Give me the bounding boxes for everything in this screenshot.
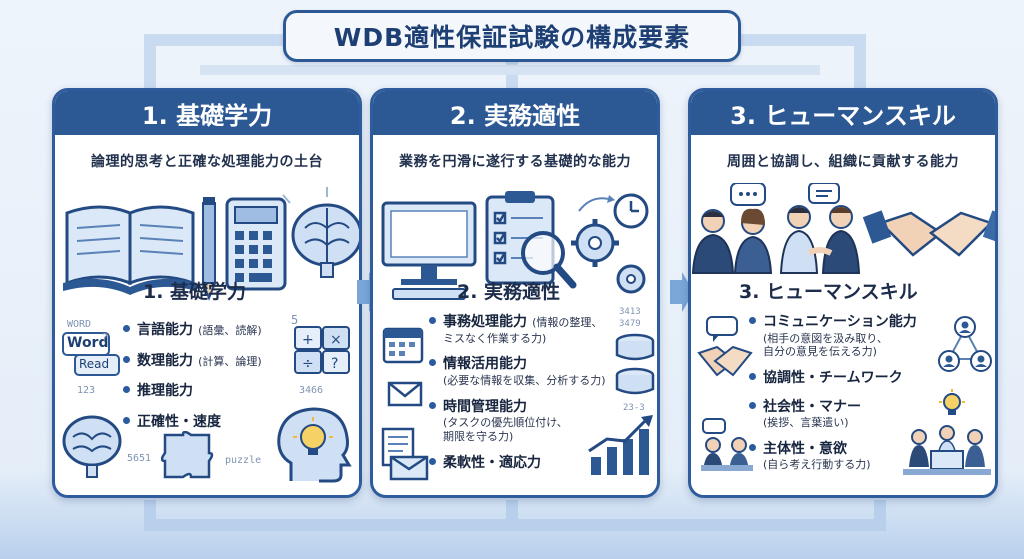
list-item: 社会性・マナー(挨拶、言葉遣い) [749, 396, 945, 430]
column-header: 2. 実務適性 [373, 91, 657, 135]
column-human-skills: 3. ヒューマンスキル 周囲と協調し、組織に貢献する能力 [688, 88, 998, 498]
deco-number-5651: 5651 [127, 453, 152, 464]
database-icon [615, 333, 655, 395]
question-mark: ? [101, 331, 109, 345]
pencil-icon [201, 197, 217, 301]
gears-clock-icon [571, 193, 649, 294]
section-title: 3. ヒューマンスキル [739, 281, 918, 303]
small-handshake-icon [697, 345, 753, 377]
work-aptitude-list: 事務処理能力 (情報の整理、ミスなく作業する力) 情報活用能力(必要な情報を収集… [429, 311, 619, 480]
small-brain-icon [62, 415, 122, 478]
network-people-icon [938, 316, 992, 372]
work-aptitude-illustration [381, 191, 649, 300]
section-title: 1. 基礎学力 [143, 281, 247, 303]
word-bubble-text: Word [67, 335, 109, 351]
column-header: 1. 基礎学力 [55, 91, 359, 135]
lightbulb-icon [939, 389, 965, 415]
calculator-icon [225, 197, 287, 291]
book-icon [63, 205, 197, 295]
documents-mail-icon [381, 427, 429, 481]
column-subtitle: 論理的思考と正確な処理能力の土台 [91, 154, 323, 170]
meeting-team-icon [701, 418, 753, 471]
deco-number-3479: 3479 [619, 319, 641, 329]
column-header: 3. ヒューマンスキル [691, 91, 995, 135]
deco-number-3413: 3413 [619, 307, 641, 317]
deco-number-23-3: 23-3 [623, 403, 645, 413]
deco-number-5: 5 [291, 313, 299, 327]
business-people-icon [691, 183, 861, 274]
deco-word-text: WORD [67, 319, 92, 330]
list-item: 事務処理能力 (情報の整理、ミスなく作業する力) [429, 311, 619, 345]
growth-chart-icon [588, 415, 653, 475]
math-symbols-icon: + × ÷ ? [294, 326, 350, 374]
list-item: コミュニケーション能力(相手の意図を汲み取り、自分の意見を伝える力) [749, 311, 945, 359]
column-work-aptitude: 2. 実務適性 業務を円滑に遂行する基礎的な能力 [370, 88, 660, 498]
deco-number-123: 123 [77, 385, 96, 396]
read-bubble-text: Read [79, 357, 110, 371]
head-lightbulb-icon [277, 407, 352, 483]
envelope-icon [387, 381, 423, 407]
page-title: WDB適性保証試験の構成要素 [333, 23, 691, 52]
basic-skills-illustration [63, 187, 359, 301]
column-subtitle: 周囲と協調し、組織に貢献する能力 [727, 154, 959, 170]
deco-puzzle-text: puzzle [225, 455, 262, 466]
list-item: 言語能力 (語彙、読解) [123, 319, 293, 340]
chat-bubble-icon [706, 316, 738, 342]
deco-number-3466: 3466 [299, 385, 324, 396]
svg-text:÷: ÷ [302, 356, 314, 372]
svg-text:+: + [302, 332, 314, 348]
svg-text:?: ? [331, 356, 338, 372]
list-item: 協調性・チームワーク [749, 367, 945, 388]
list-item: 柔軟性・適応力 [429, 452, 619, 473]
column-subtitle: 業務を円滑に遂行する基礎的な能力 [399, 154, 631, 170]
title-box: WDB適性保証試験の構成要素 [283, 10, 741, 62]
calendar-icon [382, 327, 424, 364]
list-item: 推理能力 [123, 380, 293, 401]
human-skills-list: コミュニケーション能力(相手の意図を汲み取り、自分の意見を伝える力) 協調性・チ… [749, 311, 945, 480]
brain-icon [282, 187, 359, 278]
svg-text:×: × [330, 332, 342, 348]
puzzle-icon [161, 431, 214, 479]
basic-skills-list: 言語能力 (語彙、読解) 数理能力 (計算、論理) 推理能力 正確性・速度 [123, 319, 293, 439]
magnifier-icon [521, 231, 577, 289]
list-item: 正確性・速度 [123, 411, 293, 432]
handshake-icon [862, 210, 995, 257]
list-item: 数理能力 (計算、論理) [123, 350, 293, 371]
speech-bubbles-icon [62, 332, 120, 376]
office-desk-team-icon [903, 425, 991, 475]
list-item: 時間管理能力(タスクの優先順位付け、期限を守る力) [429, 396, 619, 444]
column-basic-skills: 1. 基礎学力 論理的思考と正確な処理能力の土台 [52, 88, 362, 498]
section-title: 2. 実務適性 [457, 281, 561, 303]
computer-monitor-icon [381, 201, 477, 300]
list-item: 情報活用能力(必要な情報を収集、分析する力) [429, 353, 619, 387]
list-item: 主体性・意欲(自ら考え行動する力) [749, 438, 945, 472]
human-skills-illustration [691, 183, 995, 274]
